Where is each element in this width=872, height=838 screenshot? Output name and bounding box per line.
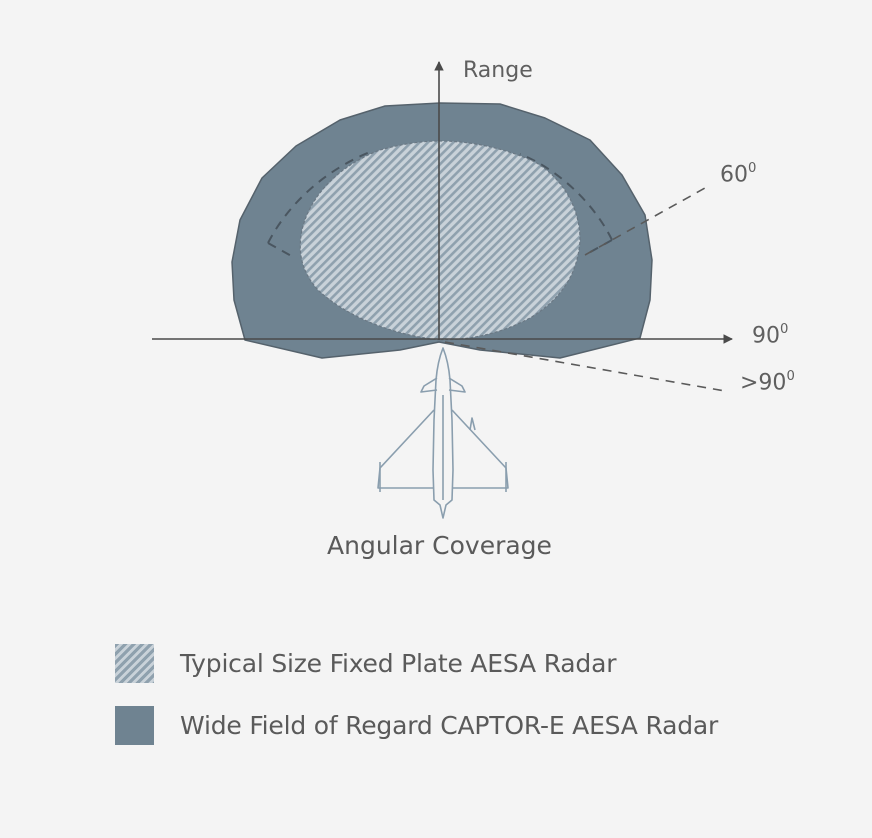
sixty-degree-ray	[584, 187, 706, 256]
aircraft-icon	[377, 347, 509, 519]
degree-symbol: 0	[748, 160, 757, 176]
beyond-ninety-degree-value: >90	[740, 370, 787, 396]
legend-label: Wide Field of Regard CAPTOR-E AESA Radar	[180, 710, 719, 740]
sixty-degree-value: 60	[720, 162, 748, 188]
sixty-degree-label: 600	[720, 160, 757, 188]
ninety-degree-value: 90	[752, 323, 780, 349]
degree-symbol: 0	[780, 321, 789, 337]
range-axis-label: Range	[463, 58, 533, 83]
legend-item-fixed-plate: Typical Size Fixed Plate AESA Radar	[115, 643, 718, 683]
legend-item-wide-field: Wide Field of Regard CAPTOR-E AESA Radar	[115, 705, 718, 745]
sixty-degree-boundary-dashed	[267, 151, 613, 259]
range-label-text: Range	[463, 58, 533, 83]
diagram-caption: Angular Coverage	[327, 531, 552, 560]
ninety-degree-label: 900	[752, 321, 789, 349]
legend: Typical Size Fixed Plate AESA Radar Wide…	[115, 643, 718, 767]
degree-symbol: 0	[786, 368, 795, 384]
solid-swatch-icon	[115, 705, 154, 745]
fixed-plate-coverage-area	[299, 140, 581, 341]
legend-label: Typical Size Fixed Plate AESA Radar	[180, 648, 617, 678]
hatched-swatch-icon	[115, 643, 154, 683]
beyond-ninety-degree-label: >900	[740, 368, 795, 396]
